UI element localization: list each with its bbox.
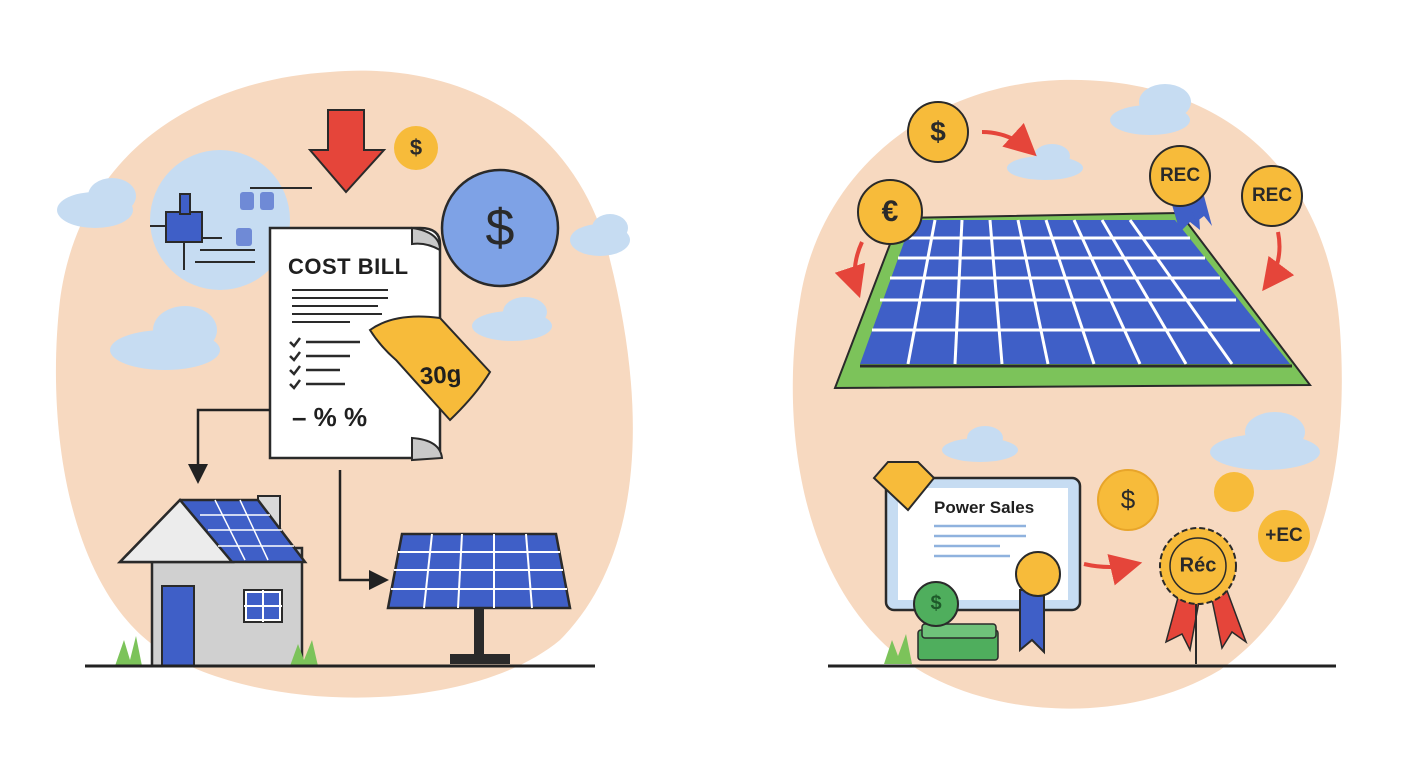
cloud-icon bbox=[110, 306, 220, 370]
cloud-icon bbox=[942, 426, 1018, 462]
coupon-label: 30g bbox=[419, 360, 463, 391]
rosette-label: Réc bbox=[1179, 554, 1217, 577]
cloud-icon bbox=[472, 297, 552, 341]
cloud-icon bbox=[1007, 144, 1083, 180]
bill-discount-text: – % % bbox=[292, 402, 368, 432]
cloud-icon bbox=[1110, 84, 1191, 135]
grass-icon bbox=[115, 636, 142, 666]
cost-bill-icon bbox=[268, 226, 444, 462]
rec-coin-icon bbox=[1258, 510, 1310, 562]
right-panel bbox=[792, 79, 1342, 709]
flow-arrow bbox=[981, 122, 1037, 157]
house-icon bbox=[117, 495, 308, 668]
cash-symbol: $ bbox=[930, 592, 942, 615]
diamond-icon bbox=[872, 461, 936, 512]
gold-coin-icon bbox=[1214, 472, 1254, 512]
solar-farm-icon bbox=[833, 211, 1312, 390]
cloud-icon bbox=[1210, 412, 1320, 470]
rec-badge-icon bbox=[1149, 145, 1212, 232]
cloud-icon bbox=[57, 178, 136, 228]
dollar-coin-symbol: $ bbox=[930, 116, 946, 147]
certificate-icon bbox=[884, 476, 1082, 655]
solar-panel-icon bbox=[386, 532, 572, 664]
bottom-coin-symbol: $ bbox=[1120, 484, 1136, 515]
dollar-coin-icon bbox=[1097, 469, 1159, 531]
dollar-coin-icon bbox=[394, 126, 438, 170]
flow-arrow bbox=[1083, 554, 1143, 586]
rec-coin-label: REC bbox=[1251, 185, 1293, 206]
bill-checklist bbox=[289, 337, 360, 390]
small-coin-symbol: $ bbox=[409, 135, 423, 160]
connector-arrow bbox=[338, 470, 389, 590]
plug-icon bbox=[150, 187, 305, 270]
cash-stack-icon bbox=[913, 581, 999, 661]
grass-icon bbox=[884, 634, 912, 664]
left-panel bbox=[55, 70, 633, 698]
grass-icon bbox=[290, 640, 318, 666]
bill-text-lines bbox=[292, 289, 388, 323]
flow-arrow bbox=[1262, 231, 1295, 292]
dollar-coin-icon bbox=[907, 101, 969, 163]
dollar-coin-icon bbox=[440, 168, 560, 288]
rosette-icon bbox=[1159, 527, 1248, 664]
connector-arrow bbox=[188, 408, 270, 484]
rec-coin-icon bbox=[1241, 165, 1303, 227]
euro-coin-symbol: € bbox=[881, 195, 899, 228]
plus-coin-label: +EC bbox=[1265, 525, 1303, 546]
large-coin-symbol: $ bbox=[485, 199, 515, 257]
certificate-text-lines bbox=[934, 524, 1026, 558]
flow-arrow bbox=[834, 241, 866, 299]
cloud-icon bbox=[570, 214, 630, 256]
euro-coin-icon bbox=[857, 179, 923, 245]
rec-badge-label: REC bbox=[1159, 165, 1201, 186]
certificate-title: Power Sales bbox=[934, 498, 1035, 517]
discount-coupon-icon bbox=[368, 315, 492, 422]
bill-title: COST BILL bbox=[288, 254, 409, 279]
down-arrow-icon bbox=[307, 109, 387, 194]
